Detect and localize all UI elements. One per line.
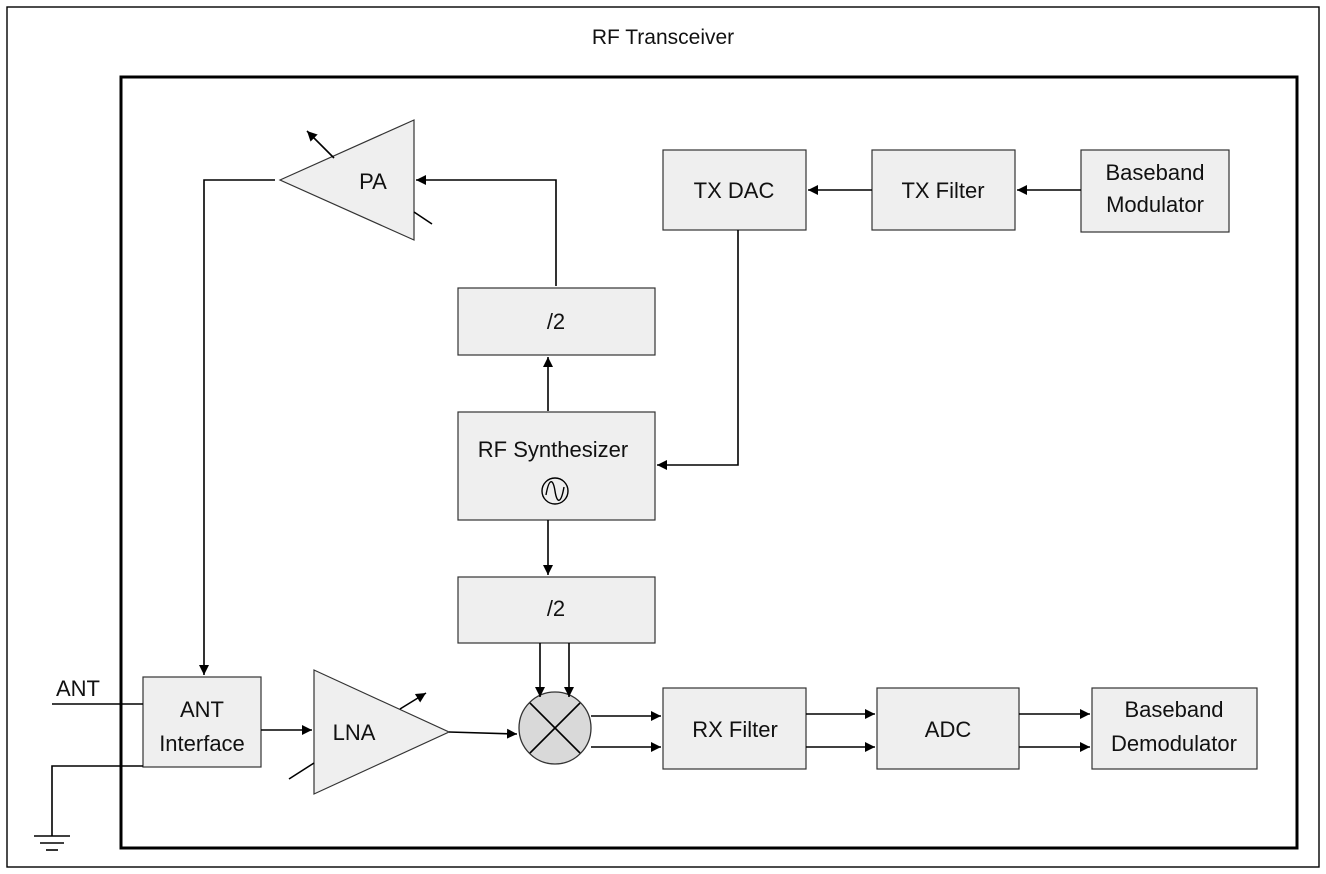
ground-icon <box>34 835 70 851</box>
tx-dac-label: TX DAC <box>694 178 775 203</box>
tx-dac-block: TX DAC <box>662 149 807 231</box>
tx-divider-block: /2 <box>457 287 656 356</box>
diagram-title: RF Transceiver <box>592 26 734 49</box>
tx-filter-block: TX Filter <box>871 149 1016 231</box>
sine-wave-icon <box>541 477 569 505</box>
outer-frame <box>6 6 1320 868</box>
pa-amplifier: PA <box>278 119 433 241</box>
ant-interface-block: ANT Interface <box>142 676 262 768</box>
rf-synthesizer-block: RF Synthesizer <box>457 411 656 521</box>
baseband-demodulator-label-line1: Baseband <box>1124 697 1223 722</box>
tx-filter-label: TX Filter <box>901 178 984 203</box>
pa-label: PA <box>359 169 387 194</box>
antenna-label: ANT <box>56 676 100 701</box>
rf-synthesizer-label: RF Synthesizer <box>478 437 628 462</box>
lna-label: LNA <box>333 720 376 745</box>
baseband-modulator-block: Baseband Modulator <box>1080 149 1230 233</box>
variable-gain-arrow-icon <box>306 130 335 159</box>
lna-to-mixer-wire <box>448 728 518 739</box>
baseband-demodulator-label-line2: Demodulator <box>1111 731 1237 756</box>
tx-divider-label: /2 <box>547 309 565 334</box>
rx-divider-label: /2 <box>547 596 565 621</box>
tx-divider-to-pa-wire <box>416 175 557 286</box>
baseband-modulator-label-line2: Modulator <box>1106 192 1204 217</box>
adc-label: ADC <box>925 717 972 742</box>
adc-block: ADC <box>876 687 1020 770</box>
mixer-cross-icon <box>518 691 592 765</box>
rx-divider-block: /2 <box>457 576 656 644</box>
lna-control-tick <box>288 762 315 780</box>
rx-filter-label: RX Filter <box>692 717 778 742</box>
tx-dac-to-synth-wire <box>657 230 739 470</box>
pa-control-tick <box>413 211 433 225</box>
ground-wire <box>51 765 143 836</box>
ant-interface-label-line1: ANT <box>180 697 224 722</box>
variable-gain-arrow-icon <box>399 692 427 710</box>
rx-filter-block: RX Filter <box>662 687 807 770</box>
ant-interface-label-line2: Interface <box>159 731 245 756</box>
baseband-modulator-label-line1: Baseband <box>1105 160 1204 185</box>
baseband-demodulator-block: Baseband Demodulator <box>1091 687 1258 770</box>
lna-amplifier: LNA <box>288 669 451 795</box>
pa-to-ant-interface-wire <box>199 179 275 675</box>
transceiver-boundary <box>119 75 1299 850</box>
